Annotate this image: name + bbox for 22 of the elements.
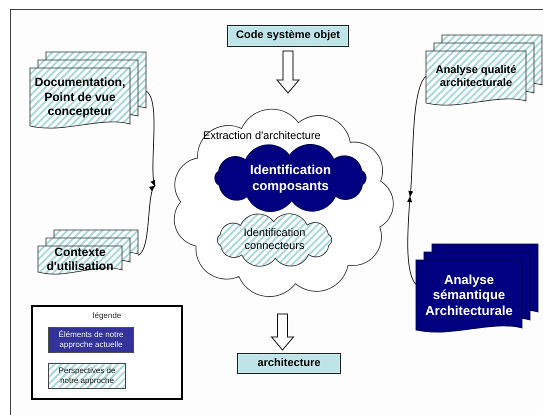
process-box bbox=[237, 353, 341, 374]
legend-key: Éléments de notre approche actuelle bbox=[48, 327, 134, 353]
block-arrow bbox=[276, 50, 300, 94]
node-label: Contexte d'utilisation bbox=[46, 246, 114, 272]
document-stack bbox=[38, 230, 138, 276]
arrow bbox=[138, 185, 156, 256]
legend-title: légende bbox=[92, 311, 122, 320]
document-stack bbox=[30, 52, 146, 130]
node-label: Analyse qualité architecturale bbox=[434, 62, 518, 91]
arrow bbox=[408, 76, 426, 198]
process-box bbox=[227, 25, 349, 47]
node-label: architecture bbox=[256, 356, 322, 371]
document-stack bbox=[416, 244, 538, 334]
legend-key: Perspectives de notre approche bbox=[48, 363, 126, 389]
node-label: Identification connecteurs bbox=[242, 226, 306, 254]
node-label: Documentation, Point de vue concepteur bbox=[34, 74, 126, 120]
arrow bbox=[146, 90, 156, 186]
node-label: Code système objet bbox=[235, 28, 341, 44]
block-arrow bbox=[270, 314, 295, 351]
document-stack bbox=[426, 35, 542, 107]
arrow bbox=[407, 196, 416, 285]
node-label: Analyse sémantique Architecturale bbox=[424, 270, 514, 320]
